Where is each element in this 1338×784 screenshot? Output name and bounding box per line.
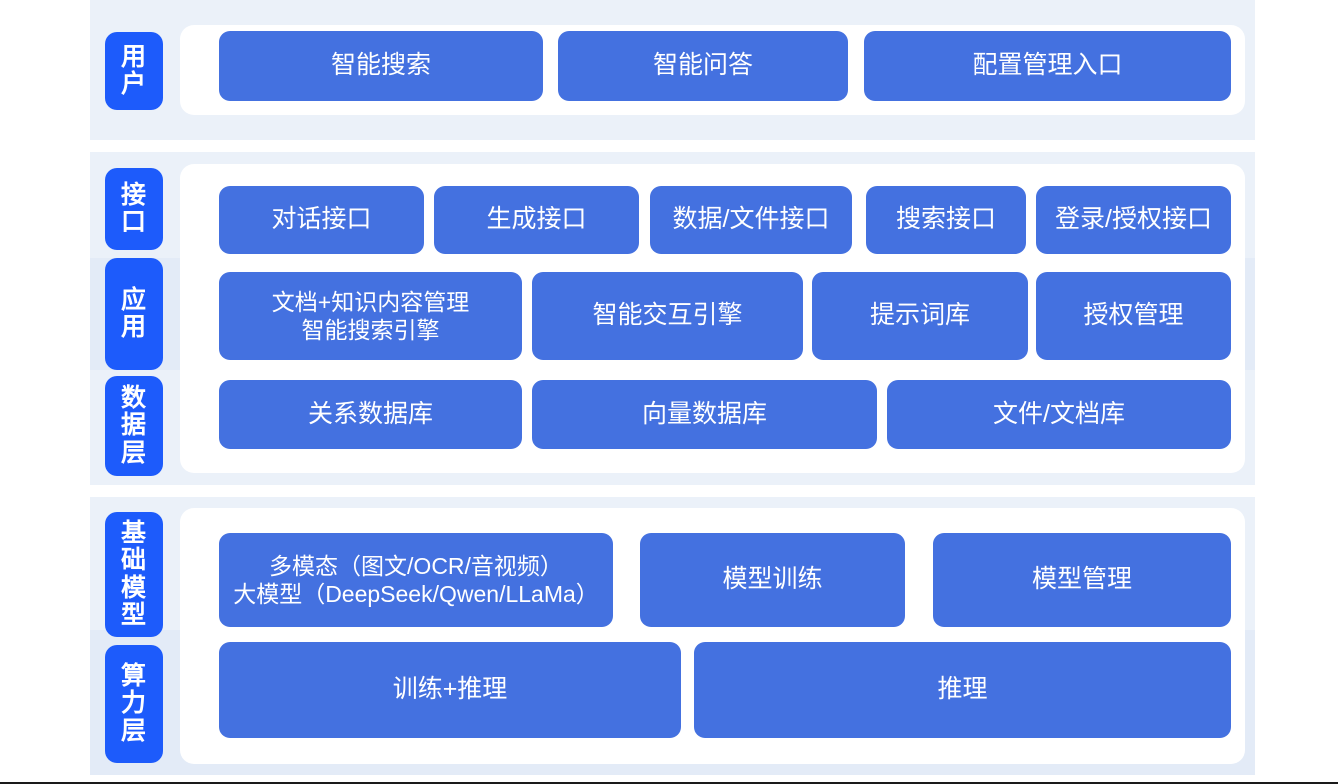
box-config-management-entry[interactable]: 配置管理入口	[864, 31, 1231, 101]
box-login-auth-api[interactable]: 登录/授权接口	[1036, 186, 1231, 254]
box-line-1: 文档+知识内容管理	[271, 288, 470, 315]
box-training-inference[interactable]: 训练+推理	[219, 642, 681, 738]
box-data-file-api[interactable]: 数据/文件接口	[650, 186, 852, 254]
layer-tab-application[interactable]: 应用	[105, 258, 163, 370]
box-intelligent-qa[interactable]: 智能问答	[558, 31, 848, 101]
box-prompt-library[interactable]: 提示词库	[812, 272, 1028, 360]
layer-tab-user[interactable]: 用户	[105, 32, 163, 110]
box-relational-database[interactable]: 关系数据库	[219, 380, 522, 449]
box-line-2: 大模型（DeepSeek/Qwen/LLaMa）	[233, 581, 599, 607]
layer-tab-interface[interactable]: 接口	[105, 168, 163, 250]
box-intelligent-search[interactable]: 智能搜索	[219, 31, 543, 101]
box-line-2: 智能搜索引擎	[301, 317, 440, 343]
box-doc-knowledge-management[interactable]: 文档+知识内容管理 智能搜索引擎	[219, 272, 522, 360]
box-generation-api[interactable]: 生成接口	[434, 186, 639, 254]
box-search-api[interactable]: 搜索接口	[866, 186, 1026, 254]
box-vector-database[interactable]: 向量数据库	[532, 380, 877, 449]
box-model-training[interactable]: 模型训练	[640, 533, 905, 627]
layer-tab-compute[interactable]: 算力层	[105, 645, 163, 763]
box-line-1: 多模态（图文/OCR/音视频）	[269, 552, 563, 579]
layer-tab-foundation[interactable]: 基础模型	[105, 512, 163, 637]
box-inference[interactable]: 推理	[694, 642, 1231, 738]
box-multimodal-large-model[interactable]: 多模态（图文/OCR/音视频） 大模型（DeepSeek/Qwen/LLaMa）	[219, 533, 613, 627]
box-interaction-engine[interactable]: 智能交互引擎	[532, 272, 803, 360]
box-model-management[interactable]: 模型管理	[933, 533, 1231, 627]
box-dialog-api[interactable]: 对话接口	[219, 186, 424, 254]
box-authorization-management[interactable]: 授权管理	[1036, 272, 1231, 360]
layer-tab-data[interactable]: 数据层	[105, 376, 163, 476]
box-file-document-store[interactable]: 文件/文档库	[887, 380, 1231, 449]
bottom-divider	[0, 782, 1338, 784]
